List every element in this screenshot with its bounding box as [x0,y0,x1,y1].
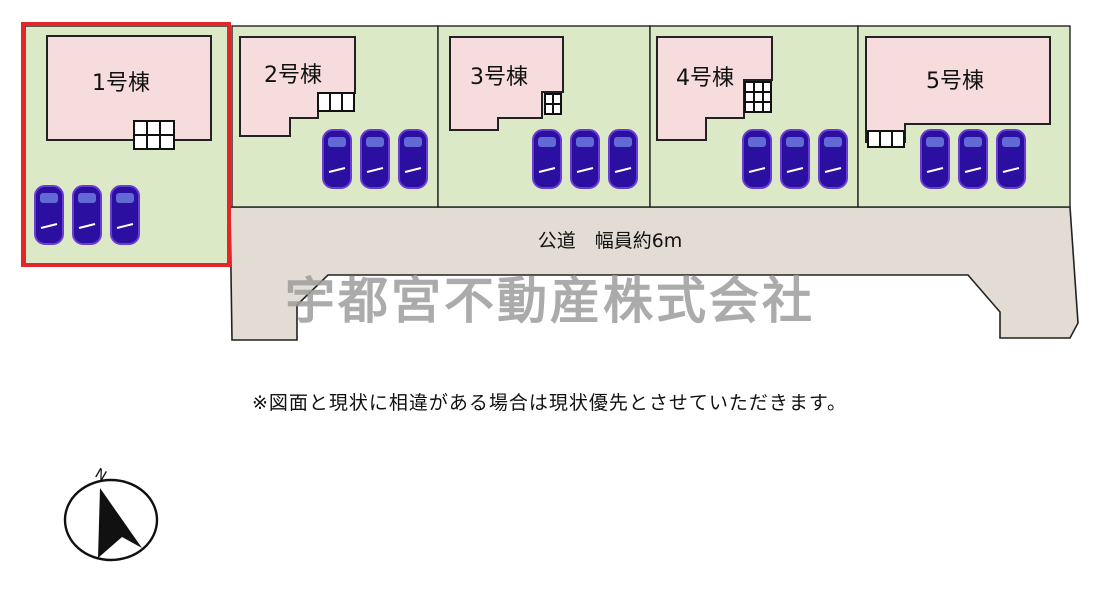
car-icon [34,185,64,245]
car-icon [110,185,140,245]
car-icon [322,129,352,189]
car-icon [360,129,390,189]
house-4-unit [744,81,772,113]
public-road: 公道 幅員約6m [229,206,1079,341]
car-icon [398,129,428,189]
car-icon [608,129,638,189]
disclaimer-note: ※図面と現状に相違がある場合は現状優先とさせていただきます。 [251,392,848,414]
house-5: 5号棟 [865,36,1051,148]
car-icon [780,129,810,189]
house-2-unit [317,92,355,112]
lot-3-label: 3号棟 [470,65,528,90]
house-4: 4号棟 [656,36,773,141]
parking-spaces [34,129,1026,245]
road-label: 公道 幅員約6m [538,230,683,252]
house-3-unit [544,93,562,115]
compass: N [63,466,159,562]
house-5-unit [867,130,905,148]
lot-1-label: 1号棟 [92,71,150,96]
compass-ring [63,478,159,562]
car-icon [996,129,1026,189]
car-icon [920,129,950,189]
house-1: 1号棟 [46,35,212,150]
lot-4-label: 4号棟 [676,66,734,91]
watermark: 宇都宮不動産株式会社 [285,272,815,330]
lot-2-label: 2号棟 [264,63,322,88]
house-3: 3号棟 [449,36,564,131]
car-icon [818,129,848,189]
car-icon [958,129,988,189]
lot-1-selection-outline [21,22,231,267]
car-icon [742,129,772,189]
north-arrow-icon [98,488,142,558]
lot-5-label: 5号棟 [926,69,984,94]
car-icon [72,185,102,245]
car-icon [570,129,600,189]
house-1-unit [133,120,175,150]
car-icon [532,129,562,189]
house-2: 2号棟 [239,36,356,137]
